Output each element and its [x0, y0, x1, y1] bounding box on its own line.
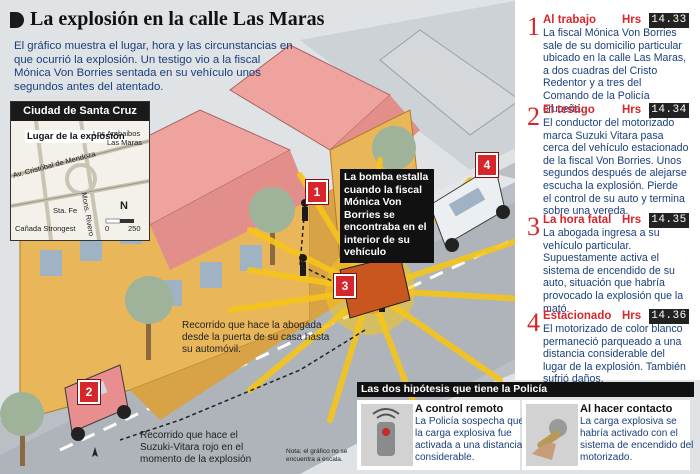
step-number: 3: [527, 212, 540, 241]
step-4: 4 Estacionado Hrs 14.36 El motorizado de…: [527, 308, 689, 385]
hypothesis-text: La Policía sospecha que la carga explosi…: [415, 416, 524, 463]
step-title: Al trabajo: [543, 14, 597, 26]
hypothesis-title: A control remoto: [415, 403, 504, 415]
hypothesis-remote: A control remoto La Policía sospecha que…: [357, 400, 524, 470]
step-3: 3 La hora fatal Hrs 14.35 La abogada ing…: [527, 212, 689, 315]
scale-note: Nota: el gráfico no se encuentra a escal…: [286, 448, 348, 463]
blast-callout: La bomba estalla cuando la fiscal Mónica…: [340, 169, 434, 263]
step-number: 2: [527, 102, 540, 131]
marker-3: 3: [334, 274, 356, 298]
step-number: 1: [527, 12, 540, 41]
title-block: La explosión en la calle Las Maras: [10, 8, 340, 31]
step-text: El motorizado de color blanco permaneció…: [543, 323, 686, 386]
step-1: 1 Al trabajo Hrs 14.33 La fiscal Mónica …: [527, 12, 689, 115]
step-hrs-label: Hrs: [622, 214, 642, 226]
map-place-label: Lugar de la explosión: [25, 130, 127, 143]
title-bullet-icon: [10, 11, 24, 28]
ignition-key-icon: [526, 404, 578, 466]
intro-text: El gráfico muestra el lugar, hora y las …: [14, 40, 293, 93]
step-time: 14.36: [649, 309, 689, 324]
page-title: La explosión en la calle Las Maras: [30, 8, 325, 30]
map-label-sta-fe: Sta. Fe: [53, 206, 78, 215]
step-text: La abogada ingresa a su vehículo particu…: [543, 227, 684, 315]
step-time: 14.34: [649, 103, 689, 118]
step-title: Estacionado: [543, 310, 612, 322]
step-title: La hora fatal: [543, 214, 612, 226]
hypothesis-title: Al hacer contacto: [580, 403, 673, 415]
map-label-ambaibos: Los Ambaibos: [93, 129, 141, 138]
location-map: Ciudad de Santa Cruz Lugar de la explosi…: [10, 101, 150, 241]
hypothesis-contact: Al hacer contacto La carga explosiva se …: [522, 400, 693, 470]
map-north-icon: N: [120, 200, 128, 212]
map-label-maras: Las Maras: [107, 138, 143, 147]
step-text: El conductor del motorizado marca Suzuki…: [543, 117, 689, 218]
abogada-route-note: Recorrido que hace la abogada desde la p…: [182, 320, 330, 355]
marker-2: 2: [78, 380, 100, 404]
step-title: El testigo: [543, 104, 595, 116]
step-hrs-label: Hrs: [622, 310, 642, 322]
hypothesis-text: La carga explosiva se habría activado co…: [580, 416, 694, 463]
map-scale-250: 250: [128, 224, 141, 233]
step-hrs-label: Hrs: [622, 14, 642, 26]
map-scale-zero: 0: [105, 224, 110, 233]
step-time: 14.33: [649, 13, 689, 28]
step-hrs-label: Hrs: [622, 104, 642, 116]
step-number: 4: [527, 308, 540, 337]
step-text: La fiscal Mónica Von Borries sale de su …: [543, 27, 687, 115]
map-label-canada: Cañada Strongest: [15, 224, 76, 233]
marker-4: 4: [476, 153, 498, 177]
step-time: 14.35: [649, 213, 689, 228]
suzuki-route-note: Recorrido que hace el Suzuki-Vitara rojo…: [140, 430, 252, 465]
remote-control-icon: [361, 404, 413, 466]
marker-1: 1: [306, 180, 328, 204]
map-title: Ciudad de Santa Cruz: [11, 102, 149, 121]
hypotheses-header: Las dos hipótesis que tiene la Policía: [357, 382, 694, 397]
step-2: 2 El testigo Hrs 14.34 El conductor del …: [527, 102, 689, 217]
